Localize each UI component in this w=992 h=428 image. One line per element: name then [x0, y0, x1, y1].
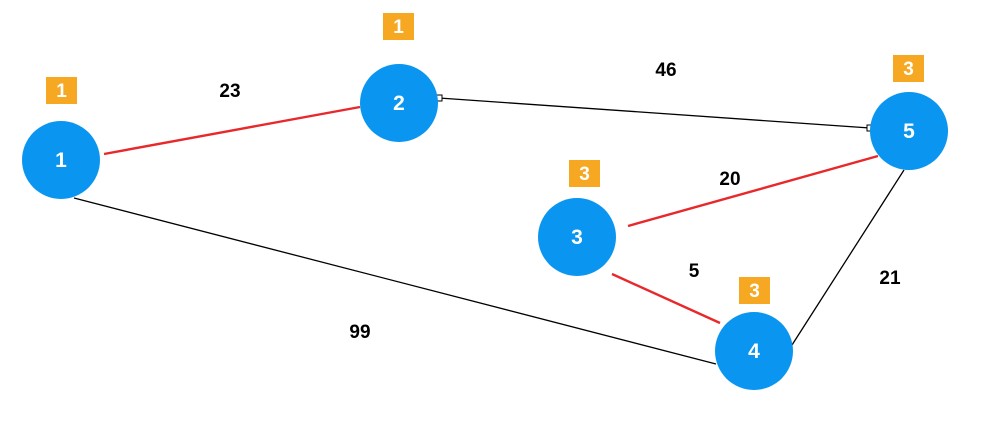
- badge-node-3: 3: [569, 160, 600, 187]
- badge-box: [383, 13, 414, 40]
- node-circle[interactable]: [360, 64, 438, 142]
- node-circle[interactable]: [870, 92, 948, 170]
- badge-label: 3: [903, 59, 914, 80]
- badge-label: 3: [749, 281, 760, 302]
- badge-node-1: 1: [46, 77, 77, 104]
- edge-1-2: [103, 105, 361, 156]
- edge-weight-1-4: 99: [349, 322, 370, 343]
- edge-weight-5-4: 21: [879, 268, 901, 289]
- edge-weight-1-2: 23: [219, 81, 240, 102]
- edges: [73, 97, 905, 365]
- node-label: 1: [55, 149, 67, 172]
- edge-5-3: [627, 154, 879, 228]
- badge-box: [46, 77, 77, 104]
- edge-2-5: [438, 97, 871, 129]
- badge-box: [739, 277, 770, 304]
- edge-weight-5-3: 20: [719, 169, 740, 190]
- edge-5-4: [791, 169, 905, 346]
- node-label: 2: [393, 92, 405, 115]
- node-2[interactable]: 2: [360, 64, 438, 142]
- edge-3-4: [611, 272, 721, 325]
- node-label: 3: [571, 226, 583, 249]
- badge-box: [893, 55, 924, 82]
- node-5[interactable]: 5: [870, 92, 948, 170]
- node-circle[interactable]: [715, 312, 793, 390]
- badge-box: [569, 160, 600, 187]
- badge-label: 3: [579, 164, 590, 185]
- node-1[interactable]: 1: [22, 121, 100, 199]
- badge-label: 1: [56, 81, 67, 102]
- node-label: 4: [748, 340, 760, 363]
- badge-node-4: 3: [739, 277, 770, 304]
- node-4[interactable]: 4: [715, 312, 793, 390]
- badge-node-2: 1: [383, 13, 414, 40]
- node-circle[interactable]: [538, 198, 616, 276]
- node-3[interactable]: 3: [538, 198, 616, 276]
- badge-label: 1: [393, 17, 404, 38]
- badge-node-5: 3: [893, 55, 924, 82]
- edge-weight-2-5: 46: [655, 60, 676, 81]
- edge-weight-3-4: 5: [689, 261, 700, 282]
- node-circle[interactable]: [22, 121, 100, 199]
- edge-weights: 23 46 20 5 21 99: [219, 60, 901, 343]
- edge-1-4: [73, 197, 717, 365]
- node-label: 5: [903, 120, 915, 143]
